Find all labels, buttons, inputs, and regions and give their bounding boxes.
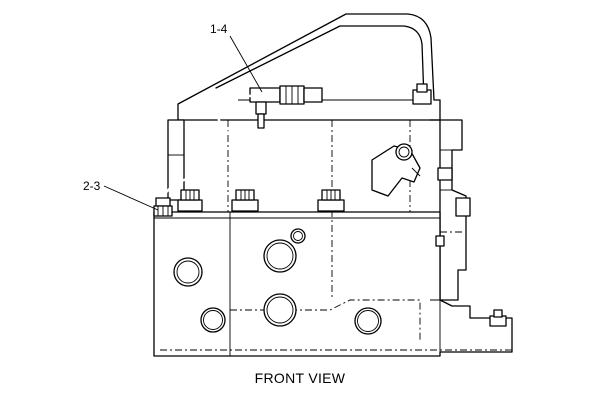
tube-fitting (153, 197, 173, 217)
top-fittings (177, 189, 345, 212)
block-ports (173, 228, 382, 335)
view-caption: FRONT VIEW (254, 370, 346, 386)
leader-line-left (103, 185, 159, 211)
harness-tube (160, 94, 273, 202)
callout-label-top: 1-4 (210, 22, 228, 36)
callout-label-left: 2-3 (83, 179, 101, 193)
upper-housing (177, 13, 441, 121)
elbow-bracket (371, 143, 421, 197)
sensor-connector (249, 85, 323, 129)
leader-line-top (229, 35, 263, 93)
